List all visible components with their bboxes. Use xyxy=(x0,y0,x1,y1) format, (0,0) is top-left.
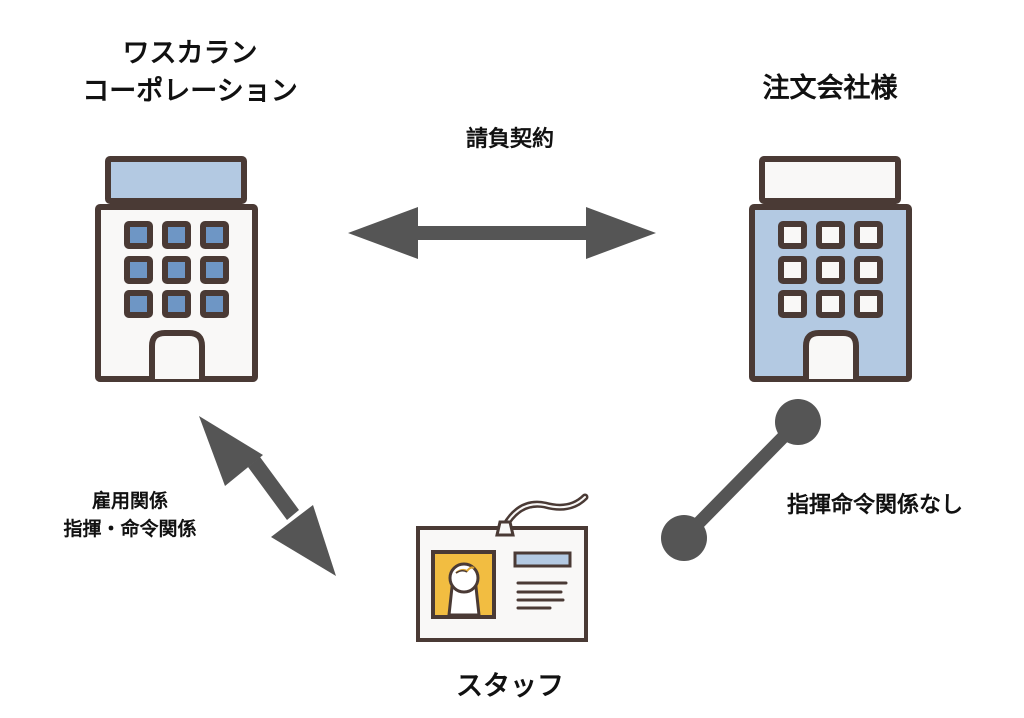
contractor-sign xyxy=(105,156,247,204)
client-door xyxy=(803,330,859,379)
employment-arrowhead-bottom xyxy=(271,505,336,576)
client-window xyxy=(854,221,883,249)
client-window xyxy=(778,221,807,249)
employment-arrow-shaft xyxy=(248,457,299,520)
contract-arrowhead-right xyxy=(586,207,656,259)
contract-relation-label: 請負契約 xyxy=(465,127,554,152)
badge-text-lines xyxy=(516,581,568,610)
client-window xyxy=(778,256,807,284)
no-command-relation-label: 指揮命令関係なし xyxy=(786,493,963,518)
staff-id-badge-icon xyxy=(416,493,589,642)
contractor-name-line2: コーポレーション xyxy=(82,76,298,107)
badge-clip xyxy=(495,520,515,537)
contractor-window xyxy=(200,221,229,249)
employment-label-line1: 雇用関係 xyxy=(91,490,168,512)
contract-double-arrow-icon xyxy=(348,207,656,259)
client-company-name: 注文会社様 xyxy=(762,73,898,104)
staff-name: スタッフ xyxy=(456,671,564,702)
no-command-dot-top xyxy=(775,399,821,445)
no-command-dot-bottom xyxy=(661,515,707,561)
client-building-icon xyxy=(749,156,912,382)
client-sign xyxy=(759,156,901,204)
contractor-windows xyxy=(124,221,229,318)
client-window xyxy=(816,256,845,284)
contractor-window xyxy=(124,221,153,249)
contractor-window xyxy=(162,256,191,284)
employment-relation-label: 雇用関係 指揮・命令関係 xyxy=(30,487,230,543)
contract-arrow-shaft xyxy=(415,226,590,240)
contractor-door xyxy=(149,330,205,379)
client-window xyxy=(854,256,883,284)
client-window xyxy=(816,221,845,249)
badge-lanyard-inner xyxy=(504,496,586,527)
employment-double-arrow-icon xyxy=(199,416,336,576)
contractor-window xyxy=(162,221,191,249)
client-window xyxy=(854,290,883,318)
no-command-connector-icon xyxy=(661,399,821,561)
employment-label-line2: 指揮・命令関係 xyxy=(63,518,197,540)
no-command-line xyxy=(679,417,803,543)
contract-arrowhead-left xyxy=(348,207,418,259)
badge-person-hair-line xyxy=(455,569,468,574)
contractor-building-icon xyxy=(95,156,258,382)
contractor-window xyxy=(124,290,153,318)
badge-nameplate xyxy=(513,551,572,568)
contractor-window xyxy=(162,290,191,318)
contractor-window xyxy=(200,256,229,284)
employment-arrowhead-top xyxy=(199,416,263,486)
client-window xyxy=(816,290,845,318)
client-windows xyxy=(778,221,883,318)
contractor-window xyxy=(124,256,153,284)
contractor-name-line1: ワスカラン xyxy=(122,38,258,69)
contractor-company-name: ワスカラン コーポレーション xyxy=(40,35,340,111)
contractor-window xyxy=(200,290,229,318)
client-window xyxy=(778,290,807,318)
